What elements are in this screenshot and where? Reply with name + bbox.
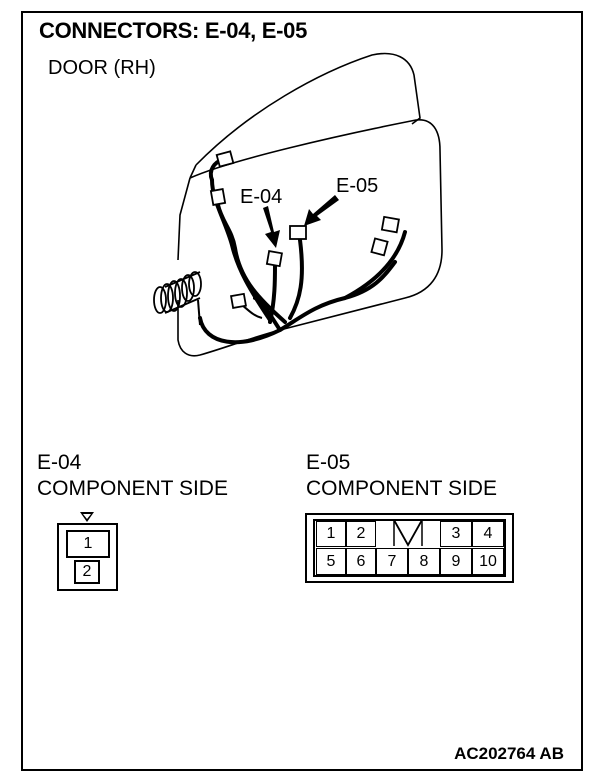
e05-pin-10: 10 xyxy=(472,548,504,575)
callout-e05-label: E-05 xyxy=(336,175,378,197)
e04-pin-1: 1 xyxy=(66,530,110,558)
e05-key-notch-icon xyxy=(393,519,423,547)
e05-pin-3: 3 xyxy=(440,521,472,547)
e05-view-label: COMPONENT SIDE xyxy=(306,477,497,500)
page-title: CONNECTORS: E-04, E-05 xyxy=(39,18,308,43)
figure-code: AC202764 AB xyxy=(454,744,564,763)
e05-pin-8: 8 xyxy=(408,548,440,575)
arrow-e04 xyxy=(263,206,280,248)
e04-connector-name: E-04 xyxy=(37,451,82,474)
e04-key-triangle-icon xyxy=(80,512,94,522)
page-subtitle: DOOR (RH) xyxy=(48,57,156,79)
e05-connector-face xyxy=(305,513,514,583)
e04-view-label: COMPONENT SIDE xyxy=(37,477,228,500)
e05-pin-2: 2 xyxy=(346,521,376,547)
harness-connectors xyxy=(209,150,400,309)
e05-pin-9: 9 xyxy=(440,548,472,575)
e05-pin-5: 5 xyxy=(316,548,346,575)
wire-harness xyxy=(198,158,407,345)
diagram-frame xyxy=(21,11,583,771)
e04-pin-2: 2 xyxy=(74,560,100,584)
door-outline xyxy=(177,52,443,357)
e05-pin-7: 7 xyxy=(376,548,408,575)
e05-connector-name: E-05 xyxy=(306,451,351,474)
e05-pin-4: 4 xyxy=(472,521,504,547)
e05-pin-1: 1 xyxy=(316,521,346,547)
e05-connector-inner xyxy=(313,519,506,577)
callout-e04-label: E-04 xyxy=(240,186,282,208)
arrow-e05 xyxy=(304,195,339,226)
e04-connector-face xyxy=(57,523,118,591)
e05-pin-6: 6 xyxy=(346,548,376,575)
callout-arrows xyxy=(263,195,339,248)
wire-clips xyxy=(197,299,263,326)
door-grommet xyxy=(153,271,202,314)
